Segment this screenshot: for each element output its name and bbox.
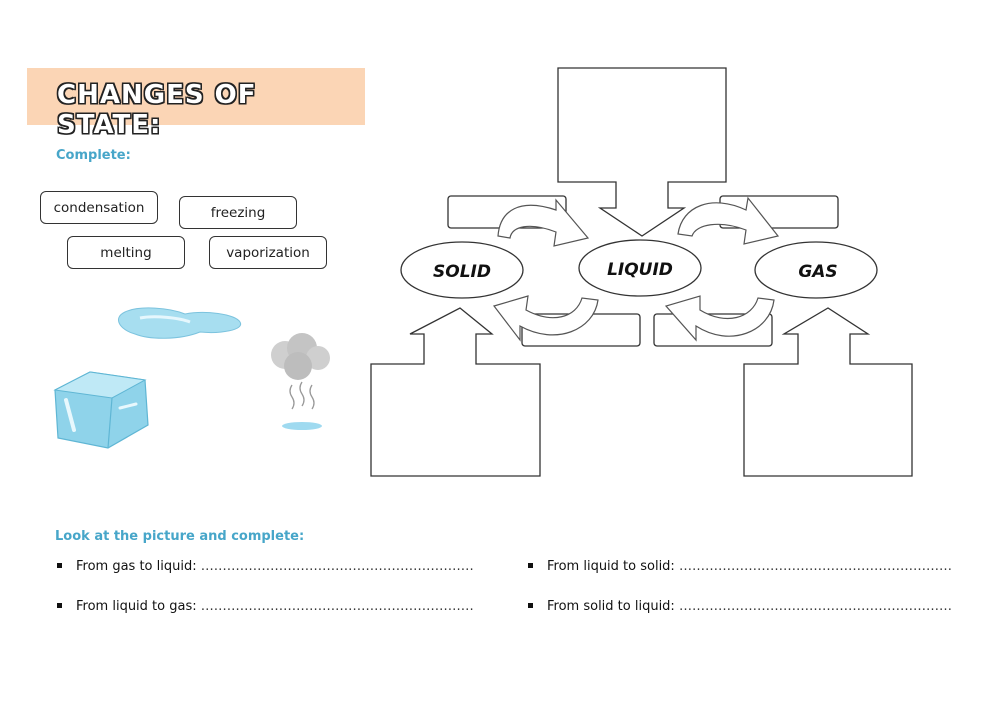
bullet-icon [528,563,533,568]
bullet-icon [528,603,533,608]
curved-arrows [492,196,780,342]
arrow-gas-to-liquid-icon [664,295,775,342]
question-prompt: From gas to liquid: [76,559,197,574]
complete-label: Complete: [56,148,131,163]
illustrations [53,307,330,449]
ice-cube-icon [53,371,149,449]
answer-blank[interactable]: ……………………………………………………… [200,559,474,574]
state-gas [754,241,878,299]
question-liquid-to-gas: From liquid to gas: ……………………………………………………… [57,599,474,614]
bullet-icon [57,563,62,568]
answer-blank[interactable]: ……………………………………………………… [678,599,952,614]
arrow-liquid-to-gas-icon [677,196,780,245]
changes-of-state-diagram: SOLID LIQUID GAS [370,67,913,477]
bullet-icon [57,603,62,608]
state-liquid-label: LIQUID [607,260,673,280]
water-puddle-icon [118,307,242,339]
question-prompt: From liquid to solid: [547,559,675,574]
question-prompt: From solid to liquid: [547,599,675,614]
answer-box-top[interactable] [557,67,727,237]
arrow-solid-to-liquid-icon [497,198,590,247]
word-vaporization[interactable]: vaporization [209,236,327,269]
cloud-vapor-icon [271,333,330,430]
question-solid-to-liquid: From solid to liquid: ………………………………………………… [528,599,952,614]
answer-blank[interactable]: ……………………………………………………… [200,599,474,614]
word-melting[interactable]: melting [67,236,185,269]
page-title: CHANGES OF STATE: [57,80,257,140]
questions-label: Look at the picture and complete: [55,529,305,544]
state-solid [400,241,524,299]
question-liquid-to-solid: From liquid to solid: ………………………………………………… [528,559,952,574]
state-liquid [578,239,702,297]
answer-box-bottom-left[interactable] [370,307,541,477]
answer-box-bottom-right[interactable] [743,307,913,477]
arrow-liquid-to-solid-icon [492,295,599,342]
word-condensation[interactable]: condensation [40,191,158,224]
word-freezing[interactable]: freezing [179,196,297,229]
answer-blank[interactable]: ……………………………………………………… [678,559,952,574]
title-banner: CHANGES OF STATE: [27,68,365,140]
question-prompt: From liquid to gas: [76,599,197,614]
question-gas-to-liquid: From gas to liquid: ……………………………………………………… [57,559,474,574]
state-solid-label: SOLID [433,262,491,282]
state-gas-label: GAS [798,262,837,282]
